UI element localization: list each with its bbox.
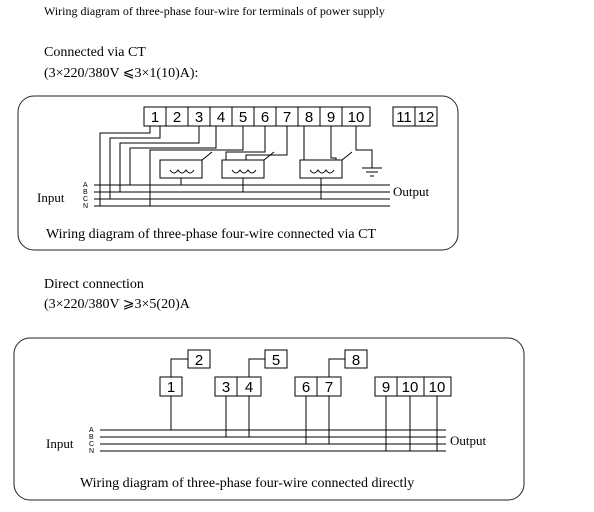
direct-phase-c: C bbox=[89, 441, 94, 448]
direct-terminal-8: 8 bbox=[352, 352, 360, 369]
ct-section-heading: Connected via CT bbox=[44, 45, 146, 60]
direct-terminal-4: 4 bbox=[245, 379, 253, 396]
ct-terminal-4: 4 bbox=[217, 109, 225, 126]
ct-phase-c: C bbox=[83, 196, 88, 203]
direct-terminal-10a: 10 bbox=[402, 379, 419, 396]
ct-caption: Wiring diagram of three-phase four-wire … bbox=[46, 227, 376, 242]
ct-transformers bbox=[159, 151, 353, 199]
page-title: Wiring diagram of three-phase four-wire … bbox=[44, 4, 385, 18]
ct-output-label: Output bbox=[393, 184, 430, 199]
ground-icon bbox=[362, 167, 382, 177]
ct-phase-a: A bbox=[83, 182, 88, 189]
ct-input-label: Input bbox=[37, 190, 65, 205]
ct-terminal-2: 2 bbox=[173, 109, 181, 126]
ct-phase-lines bbox=[94, 184, 390, 207]
ct-terminal-9: 9 bbox=[327, 109, 335, 126]
ct-terminal-3: 3 bbox=[195, 109, 203, 126]
direct-phase-b: B bbox=[89, 434, 94, 441]
direct-terminal-10b: 10 bbox=[429, 379, 446, 396]
ct-terminal-block: 1 2 3 4 5 6 7 8 9 10 11 12 bbox=[143, 106, 438, 127]
direct-terminal-1: 1 bbox=[167, 379, 175, 396]
direct-terminal-5: 5 bbox=[272, 352, 280, 369]
direct-terminal-6: 6 bbox=[302, 379, 310, 396]
ct-diagram-frame bbox=[17, 95, 459, 251]
direct-section-heading: Direct connection bbox=[44, 277, 144, 292]
ct-section-spec: (3×220/380V ⩽3×1(10)A): bbox=[44, 66, 199, 81]
direct-phase-n: N bbox=[89, 448, 94, 455]
ct-diagram: 1 2 3 4 5 6 7 8 9 10 11 12 A B C N bbox=[17, 95, 459, 251]
direct-output-label: Output bbox=[450, 433, 487, 448]
direct-terminal-3: 3 bbox=[222, 379, 230, 396]
ct-terminal-12: 12 bbox=[418, 109, 435, 126]
ct-terminal-10: 10 bbox=[348, 109, 365, 126]
direct-terminal-7: 7 bbox=[325, 379, 333, 396]
direct-section-spec: (3×220/380V ⩾3×5(20)A bbox=[44, 297, 190, 312]
ct-phase-n: N bbox=[83, 203, 88, 210]
ct-terminal-8: 8 bbox=[305, 109, 313, 126]
ct-terminal-7: 7 bbox=[283, 109, 291, 126]
direct-input-label: Input bbox=[46, 436, 74, 451]
ct-phase-b: B bbox=[83, 189, 88, 196]
ct-terminal-6: 6 bbox=[261, 109, 269, 126]
ct-terminal-wires bbox=[99, 126, 373, 206]
direct-terminal-wires bbox=[170, 358, 438, 451]
ct-terminal-11: 11 bbox=[396, 109, 412, 126]
ct-terminal-5: 5 bbox=[239, 109, 247, 126]
ct-terminal-1: 1 bbox=[151, 109, 159, 126]
direct-terminal-9: 9 bbox=[382, 379, 390, 396]
direct-diagram: 2 5 8 1 3 4 6 7 9 10 10 A B C N bbox=[13, 337, 525, 501]
direct-phase-a: A bbox=[89, 427, 94, 434]
direct-phase-lines bbox=[100, 429, 446, 452]
direct-terminal-2: 2 bbox=[195, 352, 203, 369]
direct-caption: Wiring diagram of three-phase four-wire … bbox=[80, 476, 414, 491]
